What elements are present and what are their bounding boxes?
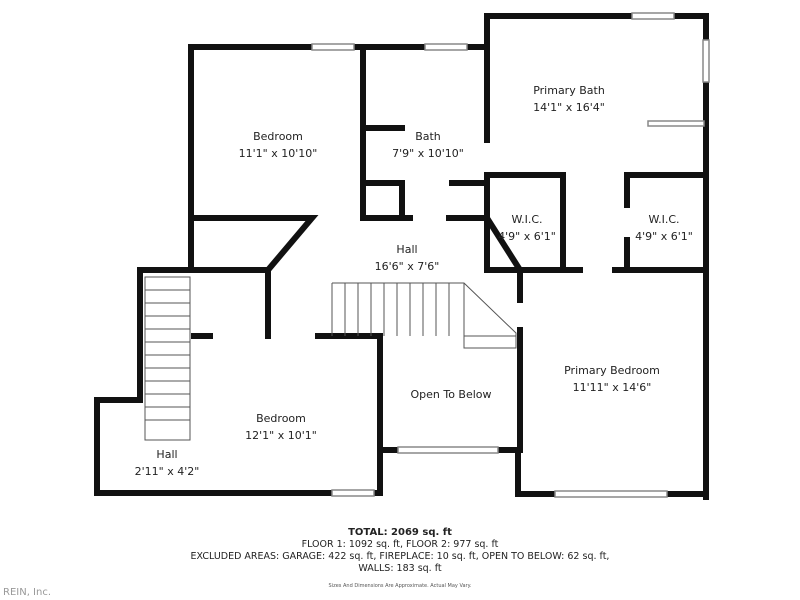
room-label: W.I.C. 4'9" x 6'1": [498, 211, 556, 245]
room-label: Hall 2'11" x 4'2": [134, 446, 200, 480]
room-label: Bedroom 11'1" x 10'10": [239, 128, 318, 162]
room-name: Primary Bath: [533, 84, 605, 97]
room-dims: 7'9" x 10'10": [392, 147, 464, 160]
room-name: Bath: [415, 130, 441, 143]
room-dims: 16'6" x 7'6": [374, 260, 440, 273]
room-dims: 14'1" x 16'4": [533, 101, 605, 114]
room-dims: 11'1" x 10'10": [238, 147, 318, 160]
room-label: Hall 16'6" x 7'6": [375, 241, 440, 275]
room-label: Open To Below: [410, 386, 491, 403]
room-label: Primary Bath 14'1" x 16'4": [533, 82, 605, 116]
room-dims: 11'11" x 14'6": [572, 381, 652, 394]
room-label: Bath 7'9" x 10'10": [392, 128, 464, 162]
room-dims: 4'9" x 6'1": [635, 230, 693, 243]
room-name: Open To Below: [410, 388, 492, 401]
walls-area: WALLS: 183 sq. ft: [358, 563, 442, 574]
floor-areas: FLOOR 1: 1092 sq. ft, FLOOR 2: 977 sq. f…: [301, 539, 499, 550]
room-name: Bedroom: [253, 130, 303, 143]
room-label: W.I.C. 4'9" x 6'1": [635, 211, 693, 245]
watermark: REIN, Inc.: [3, 587, 52, 598]
total-area: TOTAL: 2069 sq. ft: [348, 527, 452, 538]
room-name: W.I.C.: [511, 213, 543, 226]
room-dims: 2'11" x 4'2": [134, 465, 200, 478]
room-label: Primary Bedroom 11'11" x 14'6": [564, 362, 660, 396]
room-label: Bedroom 12'1" x 10'1": [245, 410, 317, 444]
room-name: Hall: [396, 243, 418, 256]
excluded-areas: EXCLUDED AREAS: GARAGE: 422 sq. ft, FIRE…: [190, 551, 610, 562]
interior-wall: [188, 44, 709, 453]
room-name: W.I.C.: [648, 213, 680, 226]
room-dims: 4'9" x 6'1": [498, 230, 556, 243]
room-name: Bedroom: [256, 412, 306, 425]
disclaimer: Sizes And Dimensions Are Approximate. Ac…: [328, 583, 472, 589]
windows: [311, 12, 710, 498]
room-name: Hall: [156, 448, 178, 461]
room-name: Primary Bedroom: [564, 364, 660, 377]
staircase: [144, 276, 517, 441]
room-dims: 12'1" x 10'1": [245, 429, 317, 442]
